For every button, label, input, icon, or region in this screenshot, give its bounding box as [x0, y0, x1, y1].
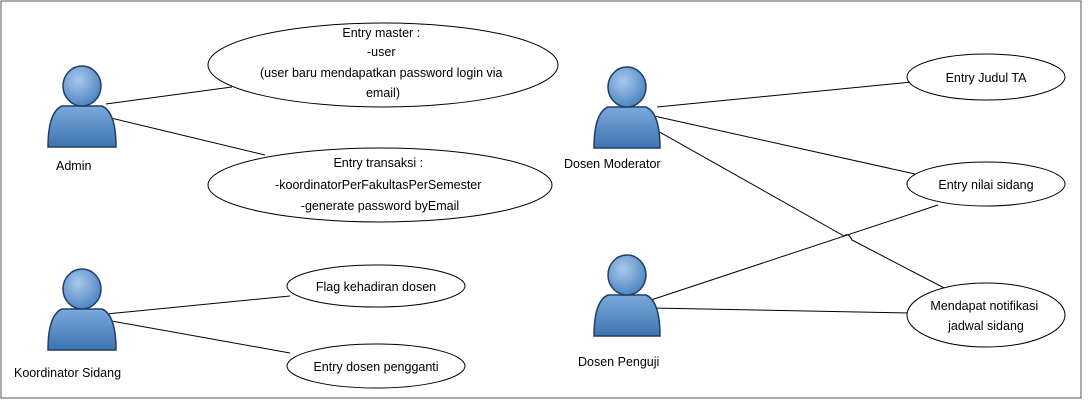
actor-dosen-moderator: Dosen Moderator — [564, 66, 661, 171]
use-case-line: -user — [367, 45, 395, 59]
use-case-line: email) — [366, 86, 400, 100]
use-case-label: Mendapat notifikasi jadwal sidang — [930, 299, 1041, 333]
use-case-line: Entry master : — [342, 26, 420, 40]
association-koordinator-flag-kehadiran — [105, 295, 291, 315]
association-moderator-entry-judul-ta — [656, 81, 913, 108]
use-case-label: Entry transaksi : -koordinatorPerFakulta… — [275, 156, 485, 213]
associations — [85, 81, 951, 354]
association-penguji-notifikasi — [650, 307, 911, 314]
actor-admin: Admin — [47, 65, 117, 173]
use-case-label: Entry nilai sidang — [938, 178, 1033, 192]
use-case-line: Mendapat notifikasi — [930, 299, 1038, 313]
association-admin-entry-master — [105, 86, 233, 105]
use-case-line: -koordinatorPerFakultasPerSemester — [275, 178, 481, 192]
actor-label-admin: Admin — [56, 159, 91, 173]
use-case-label: Entry master : -user (user baru mendapat… — [260, 26, 506, 100]
actor-dosen-penguji: Dosen Penguji — [578, 254, 661, 369]
actor-koordinator-sidang: Koordinator Sidang — [14, 268, 121, 380]
use-case-flag-kehadiran-dosen[interactable]: Flag kehadiran dosen — [286, 264, 466, 308]
use-case-entry-transaksi[interactable]: Entry transaksi : -koordinatorPerFakulta… — [207, 147, 553, 223]
association-admin-entry-transaksi — [85, 111, 266, 156]
use-case-entry-dosen-pengganti[interactable]: Entry dosen pengganti — [286, 343, 466, 389]
use-case-line: jadwal sidang — [947, 319, 1024, 333]
actor-label-dosen-penguji: Dosen Penguji — [578, 355, 659, 369]
use-case-label: Flag kehadiran dosen — [316, 280, 436, 294]
use-case-line: Entry transaksi : — [333, 156, 423, 170]
association-moderator-entry-nilai-sidang — [653, 115, 916, 175]
use-case-entry-nilai-sidang[interactable]: Entry nilai sidang — [906, 161, 1066, 207]
association-koordinator-entry-dosen-pengganti — [105, 319, 291, 354]
use-case-label: Entry dosen pengganti — [313, 360, 438, 374]
actor-icon — [47, 268, 117, 351]
use-case-entry-judul-ta[interactable]: Entry Judul TA — [906, 53, 1066, 101]
actor-icon — [593, 66, 661, 149]
use-case-line: -generate password byEmail — [301, 199, 459, 213]
use-case-line: (user baru mendapatkan password login vi… — [260, 66, 503, 80]
association-penguji-entry-nilai-sidang — [650, 204, 939, 301]
actor-label-koordinator-sidang: Koordinator Sidang — [14, 366, 121, 380]
actor-icon — [47, 65, 117, 148]
use-case-entry-master[interactable]: Entry master : -user (user baru mendapat… — [207, 22, 559, 108]
actor-label-dosen-moderator: Dosen Moderator — [564, 157, 661, 171]
use-case-label: Entry Judul TA — [946, 71, 1027, 85]
actor-icon — [593, 254, 661, 337]
use-case-mendapat-notifikasi[interactable]: Mendapat notifikasi jadwal sidang — [906, 282, 1066, 348]
